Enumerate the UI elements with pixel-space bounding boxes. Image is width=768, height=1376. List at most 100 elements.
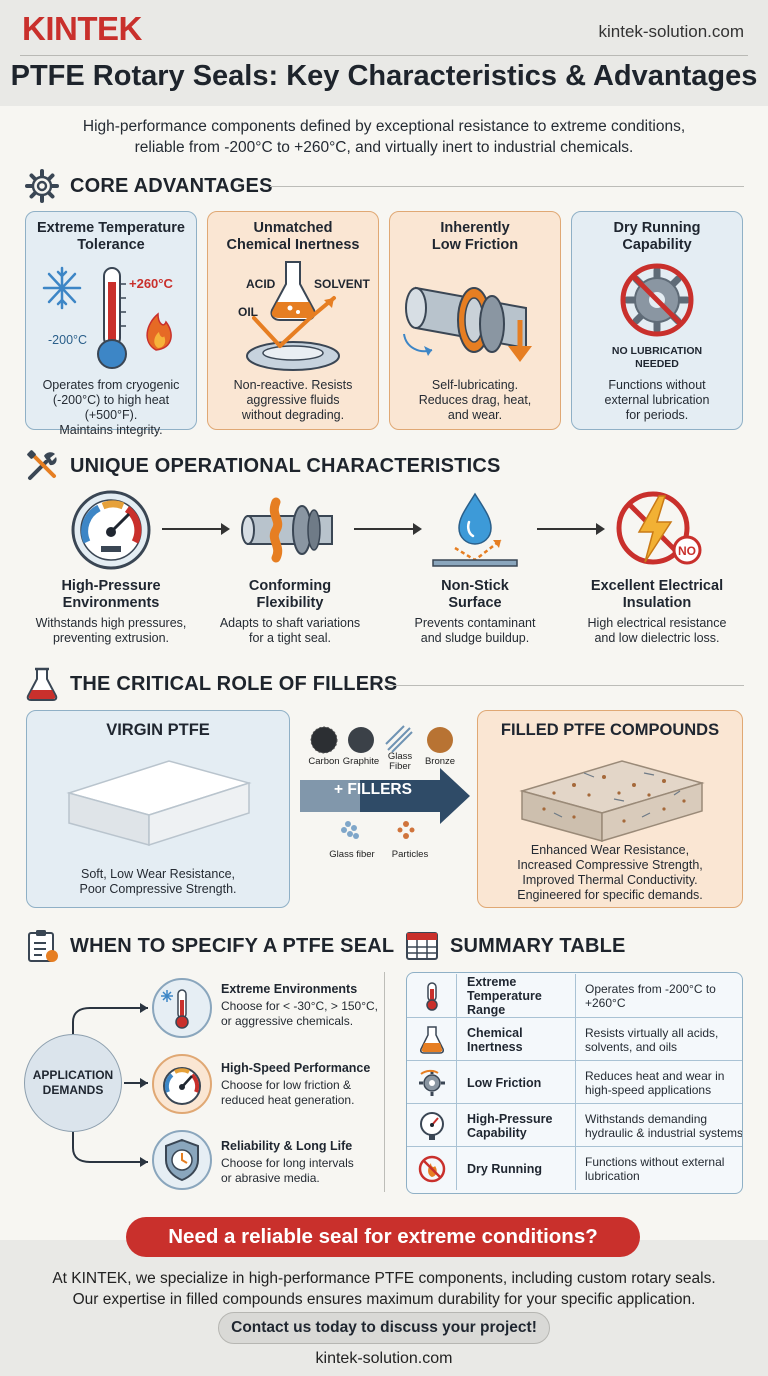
- flow-arrow: [537, 523, 605, 535]
- cta-description: At KINTEK, we specialize in high-perform…: [20, 1268, 748, 1310]
- value-line: solvents, and oils: [585, 1039, 678, 1054]
- hub-line: APPLICATION: [32, 1068, 114, 1082]
- card-title: Extreme Temperature Tolerance: [30, 220, 192, 254]
- header-divider: [20, 55, 748, 56]
- contact-us-button[interactable]: Contact us today to discuss your project…: [218, 1312, 550, 1344]
- op-text-line: High electrical resistance: [587, 616, 727, 630]
- header-website-link[interactable]: kintek-solution.com: [598, 22, 744, 41]
- spec-circle-reliability: [152, 1130, 212, 1190]
- key-line: Range: [467, 1002, 506, 1017]
- card-text-line: (-200°C) to high heat (+500°F).: [52, 393, 170, 422]
- filled-ptfe-description: Enhanced Wear Resistance, Increased Comp…: [482, 843, 738, 903]
- clipboard-icon: [28, 930, 58, 962]
- particles-label: Particles: [391, 849, 429, 860]
- page-title: PTFE Rotary Seals: Key Characteristics &…: [10, 60, 758, 92]
- value-line: +260°C: [585, 995, 626, 1010]
- flow-arrow: [162, 523, 230, 535]
- no-flame-icon: [418, 1155, 446, 1183]
- virgin-block-illustration: [66, 760, 252, 847]
- value-line: Functions without external: [585, 1154, 725, 1169]
- cta-headline-banner[interactable]: Need a reliable seal for extreme conditi…: [126, 1217, 640, 1257]
- operational-heading: UNIQUE OPERATIONAL CHARACTERISTICS: [24, 448, 501, 484]
- no-badge: NO: [678, 544, 696, 558]
- op-text-line: Adapts to shaft variations: [219, 616, 361, 630]
- glass-label-line: Glass: [387, 751, 413, 762]
- value-line: hydraulic & industrial systems: [585, 1125, 743, 1140]
- flow-arrow: [354, 523, 422, 535]
- shield-clock-icon: [165, 1138, 199, 1182]
- filled-ptfe-box: FILLED PTFE COMPOUNDS Enhanced Wear Resi…: [477, 710, 743, 908]
- spec-text: Choose for long intervals or abrasive me…: [221, 1156, 381, 1186]
- gear-icon: [25, 169, 59, 203]
- value-line: lubrication: [585, 1168, 640, 1183]
- table-key: Low Friction: [467, 1061, 571, 1104]
- bronze-label: Bronze: [424, 756, 456, 767]
- op-text-line: preventing extrusion.: [52, 631, 170, 645]
- op-text: Withstands high pressures,preventing ext…: [26, 616, 196, 646]
- key-line: Inertness: [467, 1039, 523, 1054]
- cta-section: [0, 1240, 768, 1376]
- op-text-line: Prevents contaminant: [414, 616, 536, 630]
- op-text-line: for a tight seal.: [249, 631, 331, 645]
- glass-fiber-chip-label: Glass Fiber: [378, 752, 422, 772]
- table-icon-cell: [407, 1018, 457, 1061]
- table-value: Operates from -200°C to+260°C: [575, 974, 742, 1017]
- intro-line-1: High-performance components defined by e…: [82, 118, 686, 135]
- op-title-line: Environments: [62, 595, 160, 611]
- value-line: Operates from -200°C to: [585, 981, 716, 996]
- card-title-line: Low Friction: [431, 237, 519, 253]
- key-line: High-Pressure: [467, 1111, 553, 1126]
- value-line: Withstands demanding: [585, 1111, 708, 1126]
- solvent-label: SOLVENT: [314, 277, 370, 291]
- gear-friction-icon: [419, 1069, 445, 1096]
- op-title-line: Surface: [448, 595, 502, 611]
- summary-label: SUMMARY TABLE: [450, 934, 626, 957]
- glass-fiber-chip: [385, 725, 413, 753]
- particle-chips: [341, 821, 415, 839]
- no-lubrication-icon: NO LUBRICATION NEEDED: [612, 263, 702, 370]
- filled-text-line: Engineered for specific demands.: [517, 888, 703, 902]
- op-title-line: Conforming: [248, 578, 332, 594]
- card-text-line: Reduces drag, heat,: [418, 393, 532, 407]
- application-demands-hub: APPLICATION DEMANDS: [24, 1034, 122, 1132]
- spec-text: Choose for low friction & reduced heat g…: [221, 1078, 381, 1108]
- spec-text: Choose for < -30°C, > 150°C, or aggressi…: [221, 999, 381, 1029]
- specify-label: WHEN TO SPECIFY A PTFE SEAL: [70, 934, 395, 957]
- op-title-line: Excellent Electrical: [590, 578, 724, 594]
- operational-label: UNIQUE OPERATIONAL CHARACTERISTICS: [70, 454, 501, 477]
- key-line: Low Friction: [467, 1075, 542, 1090]
- fillers-label: THE CRITICAL ROLE OF FILLERS: [70, 672, 398, 695]
- card-text-line: Operates from cryogenic: [42, 378, 180, 392]
- key-line: Chemical: [467, 1025, 523, 1040]
- card-text-line: Functions without: [608, 378, 706, 392]
- bronze-chip: [427, 727, 453, 753]
- footer-website-link[interactable]: kintek-solution.com: [315, 1350, 453, 1367]
- oil-label: OIL: [238, 305, 258, 319]
- kintek-logo[interactable]: KINTEK: [22, 10, 142, 47]
- pressure-gauge-icon: [420, 1112, 444, 1140]
- table-icon-cell: [407, 974, 457, 1017]
- card-text-line: external lubrication: [604, 393, 710, 407]
- shaft-seal-icon: [403, 286, 532, 362]
- cta-line: Our expertise in filled compounds ensure…: [72, 1291, 696, 1308]
- card-title-line: Extreme Temperature: [36, 220, 186, 236]
- carbon-chip: [311, 727, 337, 753]
- glass-label-line: Fiber: [389, 761, 411, 772]
- cta-line: At KINTEK, we specialize in high-perform…: [52, 1270, 716, 1287]
- needed-label: NEEDED: [635, 358, 679, 370]
- value-line: high-speed applications: [585, 1082, 712, 1097]
- filled-text-line: Improved Thermal Conductivity.: [522, 873, 698, 887]
- fillers-arrow-label: + FILLERS: [334, 781, 412, 798]
- card-title-line: Inherently: [440, 220, 510, 236]
